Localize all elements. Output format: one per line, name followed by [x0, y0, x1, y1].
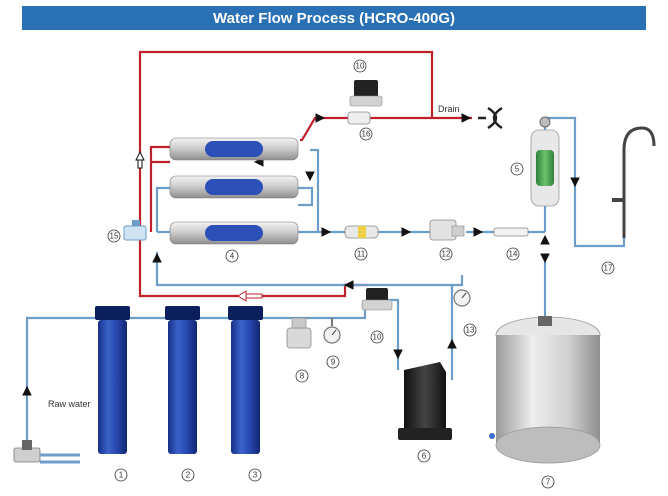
page-title: Water Flow Process (HCRO-400G)	[22, 6, 646, 30]
callout-17: 17	[604, 264, 613, 273]
callout-5: 5	[515, 165, 520, 174]
prefilter-housing-1	[95, 306, 130, 454]
arrow-down-membrane-right	[305, 171, 315, 182]
flow-arrows	[22, 113, 580, 396]
callout-10-flush: 10	[356, 62, 365, 71]
callout-12: 12	[442, 250, 451, 259]
arrow-left-return	[343, 280, 354, 290]
manifold-valve	[123, 220, 147, 241]
arrow-down-pump	[393, 349, 403, 360]
arrow-right-product	[321, 227, 332, 237]
low-pressure-switch	[286, 317, 312, 349]
raw-water-label: Raw water	[48, 399, 91, 409]
arrow-right-to-14	[473, 227, 484, 237]
arrow-up-manifold	[152, 252, 162, 263]
raw-water-inlet-valve	[13, 440, 80, 464]
callout-1: 1	[119, 471, 124, 480]
drain-saddle	[478, 106, 503, 130]
callout-4: 4	[230, 252, 235, 261]
callout-10-inlet: 10	[373, 333, 382, 342]
callout-11: 11	[357, 250, 366, 259]
high-pressure-switch	[429, 219, 465, 241]
membrane-housing-bottom	[169, 221, 299, 245]
flush-solenoid-valve	[349, 80, 383, 107]
arrow-right-16	[315, 113, 326, 123]
callout-14: 14	[509, 250, 518, 259]
callout-13: 13	[466, 326, 475, 335]
pump-pressure-gauge	[453, 289, 471, 307]
callout-2: 2	[186, 471, 191, 480]
callout-15: 15	[110, 232, 119, 241]
arrow-right-to-12	[401, 227, 412, 237]
arrow-left-red	[237, 290, 263, 302]
arrow-up-pump	[447, 338, 457, 349]
callout-7: 7	[546, 478, 551, 487]
arrow-down-faucet	[570, 177, 580, 188]
arrow-right-drain	[461, 113, 472, 123]
callout-9: 9	[331, 358, 336, 367]
booster-pump	[398, 362, 452, 440]
faucet	[612, 126, 656, 238]
membrane-housing-middle	[169, 175, 299, 199]
check-valve	[344, 225, 379, 239]
prefilter-housing-3	[228, 306, 263, 454]
inlet-solenoid-valve	[361, 288, 393, 311]
callout-3: 3	[253, 471, 258, 480]
arrow-updown-tank	[540, 234, 550, 264]
arrow-up-raw	[22, 385, 32, 396]
pressure-tank	[489, 316, 601, 464]
flow-meter	[493, 227, 529, 237]
arrow-up-red	[135, 150, 145, 169]
callout-8: 8	[300, 372, 305, 381]
inlet-pressure-gauge	[323, 318, 341, 344]
callout-6: 6	[422, 452, 427, 461]
post-carbon-filter	[530, 116, 560, 207]
callout-16: 16	[362, 130, 371, 139]
waste-flow-restrictor	[347, 111, 371, 125]
prefilter-housing-2	[165, 306, 200, 454]
membrane-housing-top	[169, 137, 299, 161]
number-callouts	[107, 59, 615, 489]
drain-label: Drain	[438, 104, 460, 114]
drain-pipes	[138, 50, 472, 298]
